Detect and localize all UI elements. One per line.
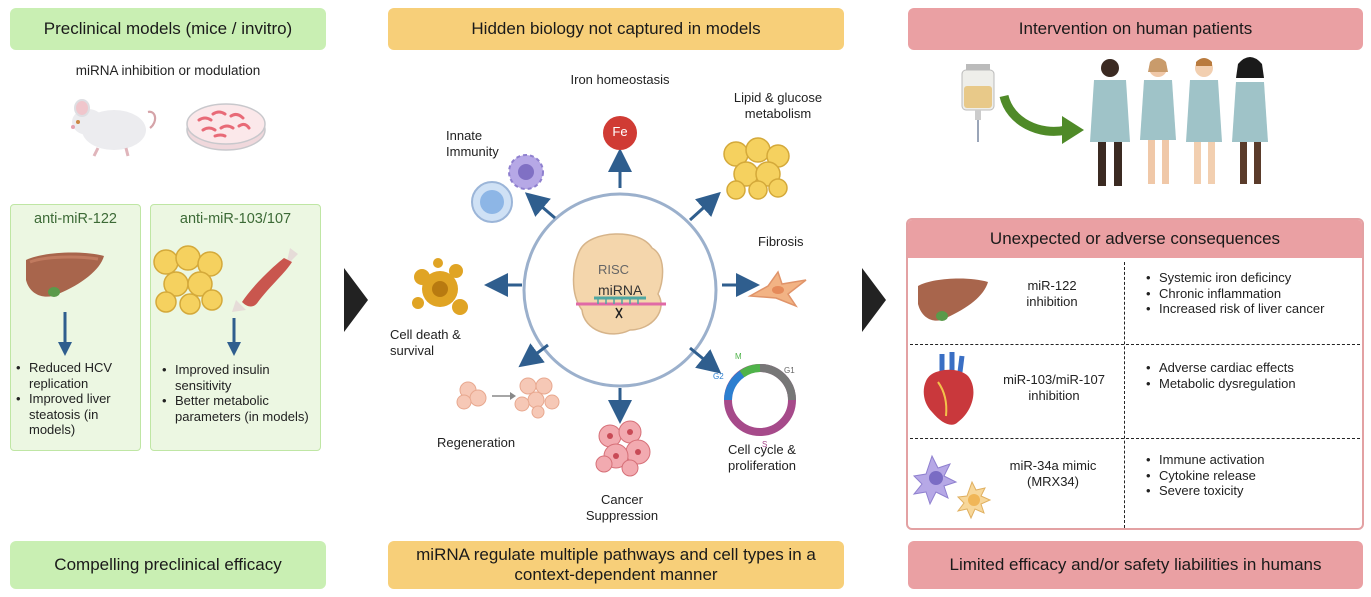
petri-dish-icon <box>186 103 266 151</box>
row-divider <box>910 438 1360 439</box>
row2-label: miR-103/miR-107 inhibition <box>1003 372 1105 404</box>
arrow-down-1 <box>58 312 72 356</box>
row1-bullet: Systemic iron deficincy <box>1146 270 1360 286</box>
risc-label: RISC <box>598 262 630 277</box>
mirna-network-diagram <box>522 192 718 388</box>
lipid-cells-icon <box>723 137 790 200</box>
row1-label: miR-122 inhibition <box>1026 278 1078 310</box>
hidden-biology-footer: miRNA regulate multiple pathways and cel… <box>388 541 844 589</box>
drug1-title: anti-miR-122 <box>34 211 117 227</box>
drug1-bullet: Improved liver steatosis (in models) <box>16 391 140 438</box>
regeneration-icon <box>456 377 560 419</box>
liver-icon <box>918 278 988 321</box>
row1-bullet: Increased risk of liver cancer <box>1146 301 1360 317</box>
phase-g2-label: G2 <box>713 372 724 381</box>
drug2-bullet: Better metabolic parameters (in models) <box>162 393 320 424</box>
column-divider <box>1124 262 1125 528</box>
cancer-cells-icon <box>595 420 651 477</box>
phase-g1-label: G1 <box>784 366 795 375</box>
iron-homeostasis-label: Iron homeostasis <box>570 72 670 87</box>
row1-bullets: Systemic iron deficincy Chronic inflamma… <box>1146 270 1360 317</box>
innate-immunity-label: Innate Immunity <box>446 128 499 160</box>
muscle-icon <box>232 248 298 312</box>
preclinical-header: Preclinical models (mice / invitro) <box>10 8 326 50</box>
intervention-header: Intervention on human patients <box>908 8 1363 50</box>
iv-bag-icon <box>961 64 995 142</box>
adverse-header: Unexpected or adverse consequences <box>908 220 1362 258</box>
intervention-footer: Limited efficacy and/or safety liabiliti… <box>908 541 1363 589</box>
preclinical-footer: Compelling preclinical efficacy <box>10 541 326 589</box>
cell-cycle-label: Cell cycle & proliferation <box>728 442 796 474</box>
row3-bullet: Immune activation <box>1146 452 1360 468</box>
cancer-suppression-label: Cancer Suppression <box>585 492 659 524</box>
phase-s-label: S <box>762 440 768 449</box>
immune-cells-icon <box>471 154 544 223</box>
chevron-right-icon <box>862 268 886 332</box>
green-arrow-icon <box>999 94 1084 144</box>
row2-bullet: Adverse cardiac effects <box>1146 360 1360 376</box>
row-divider <box>910 344 1360 345</box>
cell-death-icon <box>412 258 468 315</box>
mouse-icon <box>71 99 157 157</box>
immune-cells-icon <box>912 454 992 520</box>
lipid-glucose-label: Lipid & glucose metabolism <box>733 90 823 122</box>
cell-cycle-icon <box>724 364 796 436</box>
row3-bullets: Immune activation Cytokine release Sever… <box>1146 452 1360 499</box>
liver-icon <box>26 252 104 297</box>
drug2-title: anti-miR-103/107 <box>179 211 292 227</box>
drug2-bullets: Improved insulin sensitivity Better meta… <box>162 362 320 424</box>
fibrosis-label: Fibrosis <box>758 234 804 249</box>
row2-bullet: Metabolic dysregulation <box>1146 376 1360 392</box>
cell-death-label: Cell death & survival <box>390 327 461 359</box>
row3-bullet: Cytokine release <box>1146 468 1360 484</box>
drug2-bullet: Improved insulin sensitivity <box>162 362 320 393</box>
adipocyte-icon <box>153 245 223 315</box>
drug1-bullets: Reduced HCV replication Improved liver s… <box>16 360 140 438</box>
arrow-down-2 <box>227 318 241 356</box>
preclinical-subtitle: miRNA inhibition or modulation <box>75 63 261 78</box>
row1-bullet: Chronic inflammation <box>1146 286 1360 302</box>
regeneration-label: Regeneration <box>437 435 516 450</box>
drug1-bullet: Reduced HCV replication <box>16 360 140 391</box>
heart-icon <box>923 352 974 425</box>
row2-bullets: Adverse cardiac effects Metabolic dysreg… <box>1146 360 1360 391</box>
fe-label: Fe <box>612 124 628 139</box>
hidden-biology-header: Hidden biology not captured in models <box>388 8 844 50</box>
fibroblast-icon <box>747 270 807 308</box>
row3-bullet: Severe toxicity <box>1146 483 1360 499</box>
chevron-right-icon <box>344 268 368 332</box>
phase-m-label: M <box>735 352 742 361</box>
row3-label: miR-34a mimic (MRX34) <box>1009 458 1097 490</box>
patients-icon <box>1090 57 1268 186</box>
mirna-label: miRNA <box>598 282 643 298</box>
iron-fe-icon <box>603 116 637 150</box>
